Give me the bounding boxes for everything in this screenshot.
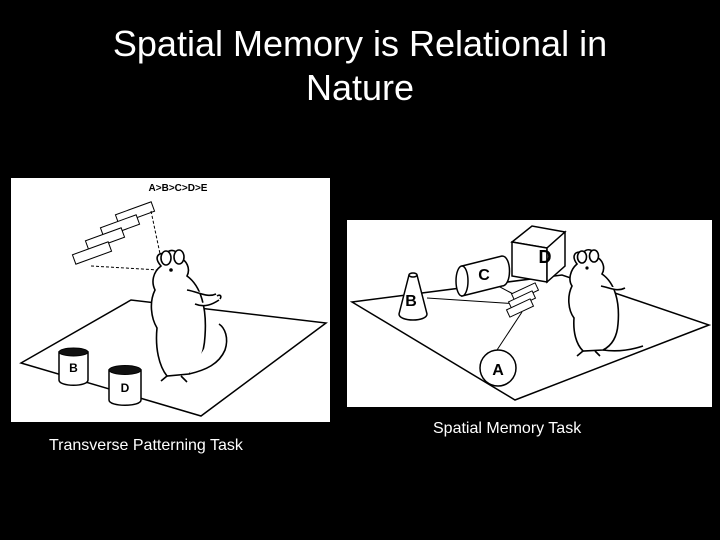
cube-d-label: D [539,247,552,267]
cup-b-label: B [69,361,78,375]
spatial-memory-illustration: D C B A [347,220,712,407]
slide-title: Spatial Memory is Relational in Nature [0,22,720,110]
rat-eye [585,266,589,270]
cylinder-c-label: C [478,267,490,284]
cup-d-label: D [121,381,130,395]
transverse-patterning-drawing: A>B>C>D>E B [19,183,328,417]
spatial-memory-caption: Spatial Memory Task [433,420,582,437]
rat-eye [169,268,173,272]
cup-b: B [58,347,89,386]
gaze-lines [90,210,164,271]
rat-figure [150,249,228,383]
transverse-patterning-caption: Transverse Patterning Task [49,437,243,454]
cup-d: D [108,365,142,406]
element-stack [71,201,156,265]
spatial-memory-drawing: D C B A [349,225,712,401]
sphere-a-label: A [492,362,504,379]
cone-b-label: B [405,293,417,310]
element-stack [505,282,540,318]
sphere-a: A [479,349,517,387]
rat-figure [568,248,644,357]
slide-title-line-2: Nature [305,67,415,108]
slide-title-line-1: Spatial Memory is Relational in [112,23,608,64]
cone-b: B [398,272,428,321]
sequence-label: A>B>C>D>E [149,183,208,194]
cube-d: D [510,225,567,284]
cylinder-c: C [455,255,511,297]
transverse-patterning-illustration: A>B>C>D>E B [11,178,330,422]
